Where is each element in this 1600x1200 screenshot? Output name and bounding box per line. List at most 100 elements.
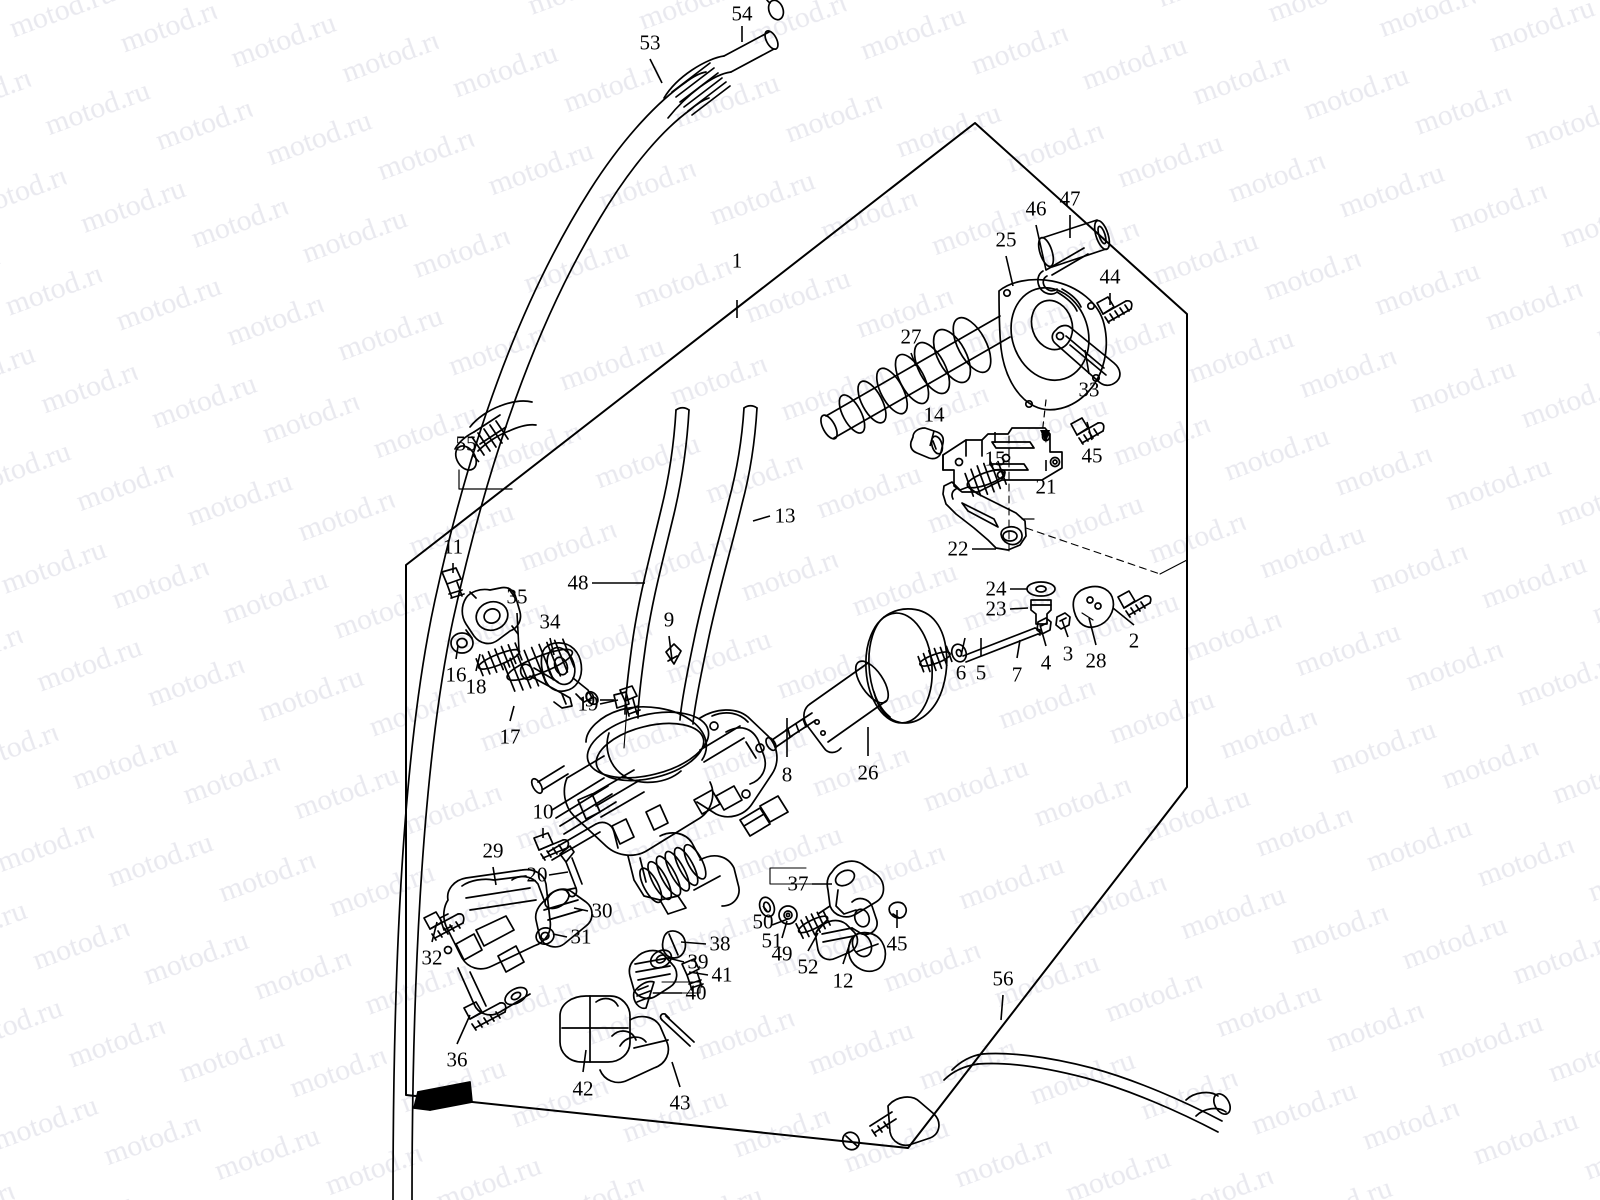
callout-number-35: 35 (506, 584, 528, 609)
part-11-screw (441, 567, 465, 599)
callout-number-2: 2 (1128, 628, 1140, 653)
part-54-hose-cap (663, 30, 779, 119)
callout-number-52: 52 (797, 954, 819, 979)
part-4-nut (1036, 617, 1052, 635)
callout-number-24: 24 (985, 576, 1007, 601)
callout-number-7: 7 (1011, 662, 1023, 687)
callout-leader-28 (1088, 617, 1097, 646)
callout-number-33: 33 (1078, 377, 1100, 402)
part-49-spring (795, 909, 831, 940)
callout-number-23: 23 (985, 596, 1007, 621)
callout-leader-7 (1016, 639, 1021, 659)
callout-leader-9 (668, 635, 673, 661)
callout-leader-29 (492, 866, 497, 886)
callout-leader-36 (456, 1014, 471, 1045)
callout-number-20: 20 (526, 862, 548, 887)
part-30-jet (534, 888, 593, 948)
callout-number-14: 14 (923, 402, 945, 427)
callout-leader-20 (548, 871, 569, 876)
callout-number-32: 32 (421, 945, 443, 970)
callout-number-42: 42 (572, 1076, 594, 1101)
callout-number-6: 6 (955, 660, 967, 685)
callout-number-25: 25 (995, 227, 1017, 252)
part-54-grommet (765, 0, 785, 21)
part-55-fitting (454, 400, 537, 471)
part-36-screw (463, 1001, 507, 1031)
part-38-cap (661, 930, 687, 959)
callout-number-27: 27 (900, 324, 922, 349)
part-17-pilot-screw (519, 663, 573, 709)
callout-number-9: 9 (663, 607, 675, 632)
callout-number-55: 55 (455, 431, 477, 456)
callout-leader-19 (599, 699, 619, 705)
part-13-hose (679, 404, 758, 725)
callout-number-49: 49 (771, 941, 793, 966)
callout-number-3: 3 (1062, 641, 1074, 666)
carburetor-body (530, 706, 789, 915)
callout-leader-56 (1000, 994, 1004, 1021)
part-41-screw (681, 958, 704, 991)
callout-number-1: 1 (731, 248, 743, 273)
callout-number-50: 50 (752, 909, 774, 934)
callout-number-48: 48 (567, 570, 589, 595)
callout-number-29: 29 (482, 838, 504, 863)
callout-leader-16 (455, 645, 459, 660)
callout-number-34: 34 (539, 609, 561, 634)
callout-number-16: 16 (445, 662, 467, 687)
callout-leader-51 (771, 918, 789, 926)
callout-leader-38 (680, 941, 707, 945)
callout-number-5: 5 (975, 660, 987, 685)
callout-leader-42 (582, 1049, 587, 1073)
callout-leader-52 (807, 932, 819, 952)
callout-leader-12 (842, 939, 852, 965)
callout-number-13: 13 (774, 503, 796, 528)
part-20-needle (559, 845, 583, 898)
callout-leader-23 (1009, 607, 1029, 610)
part-29-float-bowl (439, 868, 552, 1016)
callout-leader-50 (762, 905, 768, 912)
callout-leader-35 (516, 612, 520, 651)
callout-number-22: 22 (947, 536, 969, 561)
part-34-needle-holder (540, 642, 599, 706)
callout-leader-13 (752, 515, 771, 522)
part-43-pin (659, 1013, 695, 1047)
callout-number-40: 40 (685, 980, 707, 1005)
callout-leader-3 (1061, 619, 1069, 638)
callout-number-4: 4 (1040, 650, 1052, 675)
part-15-spring (964, 460, 1008, 497)
callout-leader-17 (509, 705, 515, 722)
callout-number-47: 47 (1059, 186, 1081, 211)
callout-number-30: 30 (591, 898, 613, 923)
callout-number-51: 51 (761, 928, 783, 953)
callout-leader-32 (431, 921, 438, 943)
callout-number-45b: 45 (886, 931, 908, 956)
callout-number-8: 8 (781, 762, 793, 787)
callout-number-37: 37 (787, 871, 809, 896)
callout-number-46: 46 (1025, 196, 1047, 221)
callout-number-56: 56 (992, 966, 1014, 991)
callout-number-17: 17 (499, 724, 521, 749)
callout-leader-49 (781, 920, 788, 939)
callout-leader-53 (649, 58, 663, 84)
callout-leader-43 (671, 1061, 681, 1088)
callout-number-11: 11 (442, 534, 464, 559)
callout-leader-45 (1086, 421, 1093, 441)
callout-number-39: 39 (687, 949, 709, 974)
callout-leader-34 (549, 637, 555, 656)
callout-leader-18 (475, 653, 481, 672)
callout-number-31: 31 (570, 924, 592, 949)
callout-leader-14 (929, 430, 935, 447)
part-56-throttle-cable (841, 1052, 1232, 1151)
callout-leader-30 (573, 907, 589, 912)
callout-leader-27 (910, 352, 917, 367)
callout-leader-39 (667, 957, 685, 963)
callout-leader-4 (1039, 624, 1047, 647)
callout-number-21: 21 (1035, 474, 1057, 499)
callout-leader-25 (1005, 255, 1014, 287)
part-52-needle-valve (814, 919, 859, 961)
part-16-washer (450, 632, 474, 654)
callout-number-45: 45 (1081, 443, 1103, 468)
